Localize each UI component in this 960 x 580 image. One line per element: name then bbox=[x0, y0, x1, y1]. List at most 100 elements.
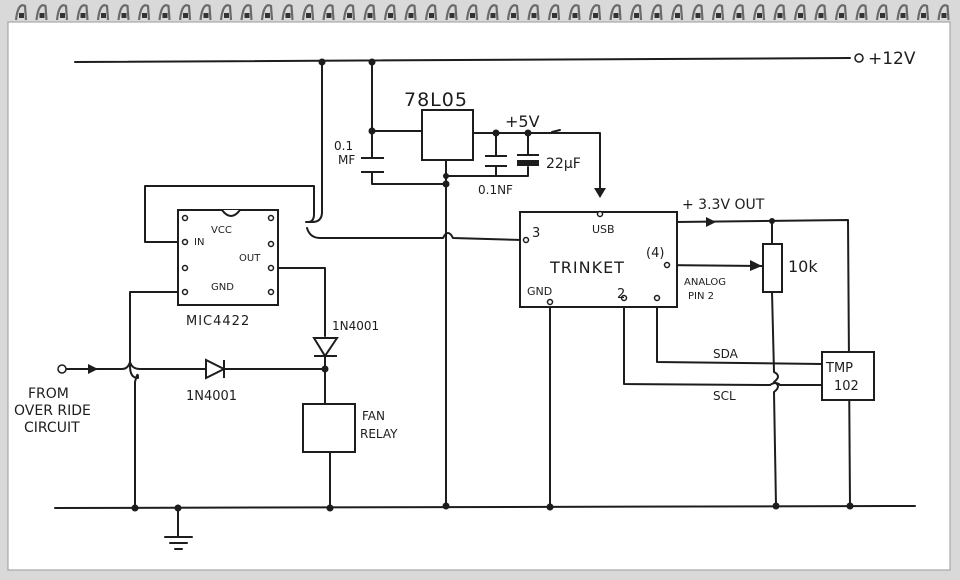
binding-ring bbox=[465, 4, 479, 21]
binding-hole bbox=[224, 13, 229, 18]
binding-hole bbox=[654, 13, 660, 18]
binding-hole bbox=[80, 13, 86, 18]
binding-ring bbox=[916, 4, 930, 21]
ic-pin bbox=[181, 238, 189, 246]
ground-symbol-wire bbox=[164, 507, 193, 550]
label-regulator: 78L05 bbox=[404, 89, 468, 111]
components bbox=[177, 109, 875, 453]
ic-pin bbox=[267, 240, 275, 248]
binding-ring bbox=[404, 4, 417, 21]
binding-hole bbox=[941, 13, 947, 18]
binding-ring bbox=[383, 4, 397, 21]
driver-vcc-wire bbox=[305, 61, 323, 223]
binding-ring bbox=[158, 4, 171, 21]
terminal-12v bbox=[854, 53, 864, 63]
binding-hole bbox=[634, 13, 639, 18]
diode-fan-body bbox=[312, 337, 339, 358]
binding-hole bbox=[101, 13, 106, 18]
ic-pin bbox=[181, 288, 189, 296]
junction-dot bbox=[131, 504, 139, 512]
label-analog-line1: ANALOG bbox=[684, 277, 726, 288]
binding-ring bbox=[855, 4, 868, 21]
binding-ring bbox=[76, 4, 89, 21]
binding-ring bbox=[424, 4, 438, 21]
junction-dot bbox=[772, 502, 780, 510]
arrow-33v bbox=[706, 217, 716, 227]
junction-dot bbox=[769, 218, 775, 224]
binding-hole bbox=[859, 13, 865, 18]
binding-hole bbox=[511, 13, 516, 18]
v33-out-wire bbox=[675, 219, 851, 507]
binding-ring bbox=[773, 4, 786, 21]
binding-ring bbox=[55, 4, 69, 21]
binding-hole bbox=[203, 13, 209, 18]
junction-dot bbox=[368, 58, 376, 66]
binding-ring bbox=[711, 4, 725, 21]
binding-ring bbox=[650, 4, 663, 21]
binding-hole bbox=[531, 13, 537, 18]
binding-hole bbox=[408, 13, 414, 18]
binding-hole bbox=[60, 13, 65, 18]
override-input-wire bbox=[61, 361, 207, 370]
label-mcu-pin2: 2 bbox=[617, 287, 625, 302]
mcu-body bbox=[519, 211, 678, 308]
ic-pin bbox=[267, 288, 275, 296]
binding-hole bbox=[183, 13, 188, 18]
label-relay-line1: FAN bbox=[362, 409, 385, 423]
binding-hole bbox=[162, 13, 168, 18]
label-33v-out: + 3.3V OUT bbox=[682, 197, 765, 213]
ic-pin bbox=[267, 264, 275, 272]
binding-ring bbox=[793, 4, 807, 21]
binding-ring bbox=[588, 4, 602, 21]
binding-ring bbox=[547, 4, 561, 21]
mcu-pin-gnd bbox=[546, 298, 554, 306]
binding-hole bbox=[593, 13, 598, 18]
label-scl: SCL bbox=[713, 389, 736, 403]
junction-dot bbox=[326, 504, 334, 512]
arrow-analog bbox=[750, 260, 762, 271]
junctions bbox=[131, 58, 854, 512]
driver-in-loop-wire bbox=[144, 185, 315, 243]
rail-12v-wire bbox=[74, 57, 851, 63]
resistor-bottom-wire bbox=[771, 291, 779, 507]
mcu-pin-5 bbox=[653, 294, 661, 302]
binding-ring bbox=[199, 4, 212, 21]
driver-gnd-wire bbox=[129, 291, 183, 509]
label-pin-in: IN bbox=[194, 237, 204, 248]
binding-ring bbox=[896, 4, 909, 21]
ic-pin bbox=[181, 264, 189, 272]
relay-body bbox=[302, 403, 356, 453]
binding-hole bbox=[921, 13, 926, 18]
binding-ring bbox=[691, 4, 704, 21]
reg-out-5v-wire bbox=[472, 132, 601, 197]
paper-sheet bbox=[7, 21, 951, 571]
binding-hole bbox=[388, 13, 393, 18]
binding-hole bbox=[798, 13, 803, 18]
binding-hole bbox=[244, 13, 250, 18]
binding-hole bbox=[367, 13, 373, 18]
binding-ring bbox=[670, 4, 684, 21]
label-cap-bulk: 22μF bbox=[546, 156, 581, 172]
cap-in-gnd-wire bbox=[371, 171, 447, 185]
label-input-line1: FROM bbox=[28, 386, 69, 402]
cap-out-gnd-wire bbox=[445, 166, 529, 177]
binding-hole bbox=[285, 13, 291, 18]
label-pin-vcc: VCC bbox=[211, 225, 232, 236]
driver-out-wire bbox=[269, 267, 326, 337]
binding-hole bbox=[572, 13, 578, 18]
capacitor-out-symbol bbox=[485, 155, 507, 167]
binding-ring bbox=[260, 4, 274, 21]
binding-hole bbox=[19, 13, 24, 18]
binding-hole bbox=[306, 13, 311, 18]
binding-hole bbox=[347, 13, 352, 18]
label-diode-fan: 1N4001 bbox=[332, 319, 379, 333]
binding-ring bbox=[445, 4, 458, 21]
binding-ring bbox=[814, 4, 827, 21]
binding-hole bbox=[900, 13, 906, 18]
arrowheads bbox=[88, 188, 762, 374]
label-input-line3: CIRCUIT bbox=[24, 420, 80, 436]
binding-ring bbox=[527, 4, 540, 21]
binding-ring bbox=[219, 4, 233, 21]
binding-hole bbox=[736, 13, 742, 18]
